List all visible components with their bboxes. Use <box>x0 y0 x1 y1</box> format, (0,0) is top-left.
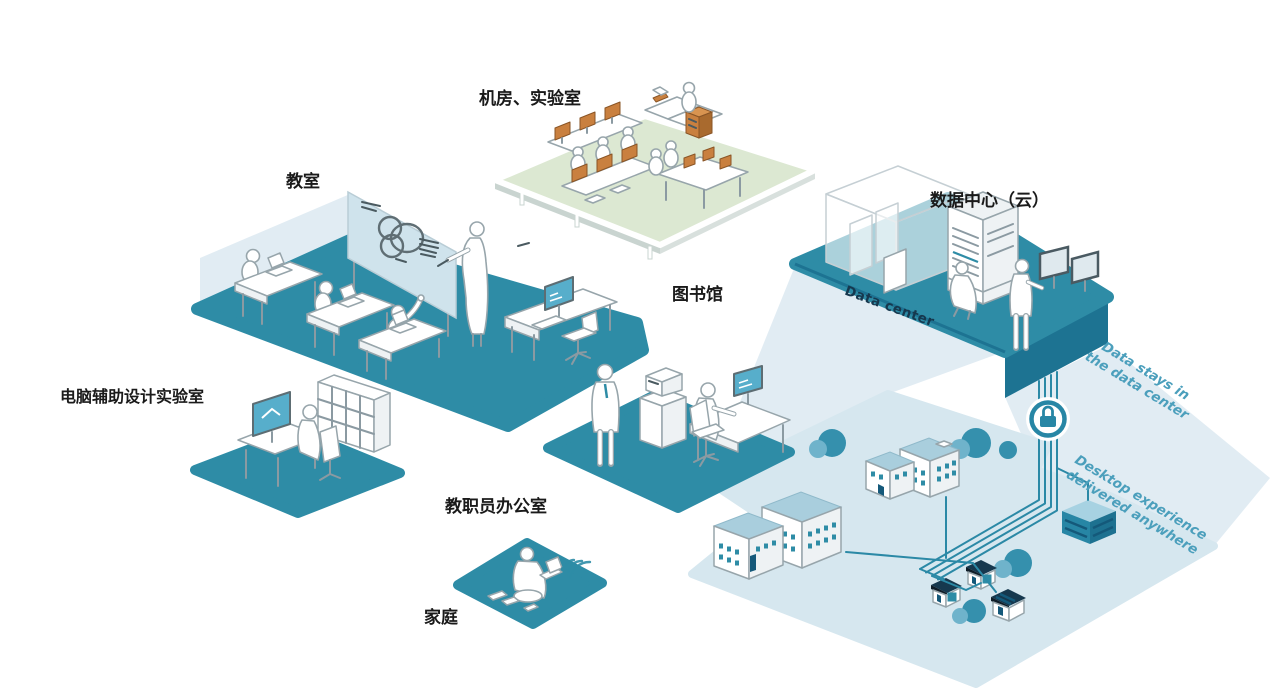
lab-pc <box>579 111 596 134</box>
lab-pc <box>621 143 638 163</box>
label-home: 家庭 <box>424 608 458 628</box>
school-building <box>864 437 961 500</box>
crouching-person <box>949 261 977 320</box>
label-staff-office: 教职员办公室 <box>445 497 547 517</box>
lab-teacher <box>681 81 697 113</box>
lab-pc <box>554 121 571 144</box>
cad-lab-items <box>237 374 391 487</box>
label-computer-lab: 机房、实验室 <box>479 89 581 109</box>
copier <box>639 367 687 449</box>
whiteboard <box>347 190 457 337</box>
student-row <box>234 248 447 380</box>
lab-pc <box>702 146 715 162</box>
label-data-center: 数据中心（云） <box>930 191 1049 211</box>
bookshelf <box>317 374 391 453</box>
home-items <box>487 546 592 612</box>
lab-pc <box>596 153 613 173</box>
standing-person <box>1009 258 1045 351</box>
monitor <box>1070 250 1100 292</box>
office-chair <box>561 311 599 365</box>
lock-icon <box>1026 397 1070 441</box>
lab-pc <box>604 101 621 124</box>
tree-icons <box>809 428 1032 624</box>
staff-desk <box>504 276 618 365</box>
lab-pc <box>571 163 588 183</box>
label-library: 图书馆 <box>672 285 723 305</box>
classroom-teacher <box>437 221 489 347</box>
computer-lab-platform <box>492 113 818 260</box>
lab-student <box>648 148 664 176</box>
lab-pc <box>719 154 732 170</box>
seated-person <box>689 382 737 467</box>
campus-map <box>688 390 1218 688</box>
standing-person <box>591 363 620 467</box>
label-classroom: 教室 <box>286 172 320 192</box>
computer-lab-desks <box>547 81 749 209</box>
houses <box>931 560 1026 622</box>
home-user <box>512 546 563 603</box>
library-items <box>591 363 791 467</box>
lab-pc <box>683 153 696 169</box>
stray-mark <box>517 242 530 247</box>
lab-student <box>663 140 679 168</box>
projection-beams <box>200 194 1270 546</box>
office-complex <box>712 491 843 580</box>
wifi-icon <box>561 558 592 580</box>
cad-user <box>297 404 341 481</box>
barn-house <box>991 589 1026 622</box>
server-crate <box>684 106 714 139</box>
label-cad-lab: 电脑辅助设计实验室 <box>60 387 205 406</box>
monitor <box>1038 245 1070 289</box>
branch-server-building <box>1062 500 1116 544</box>
datacenter-staff <box>949 245 1100 351</box>
